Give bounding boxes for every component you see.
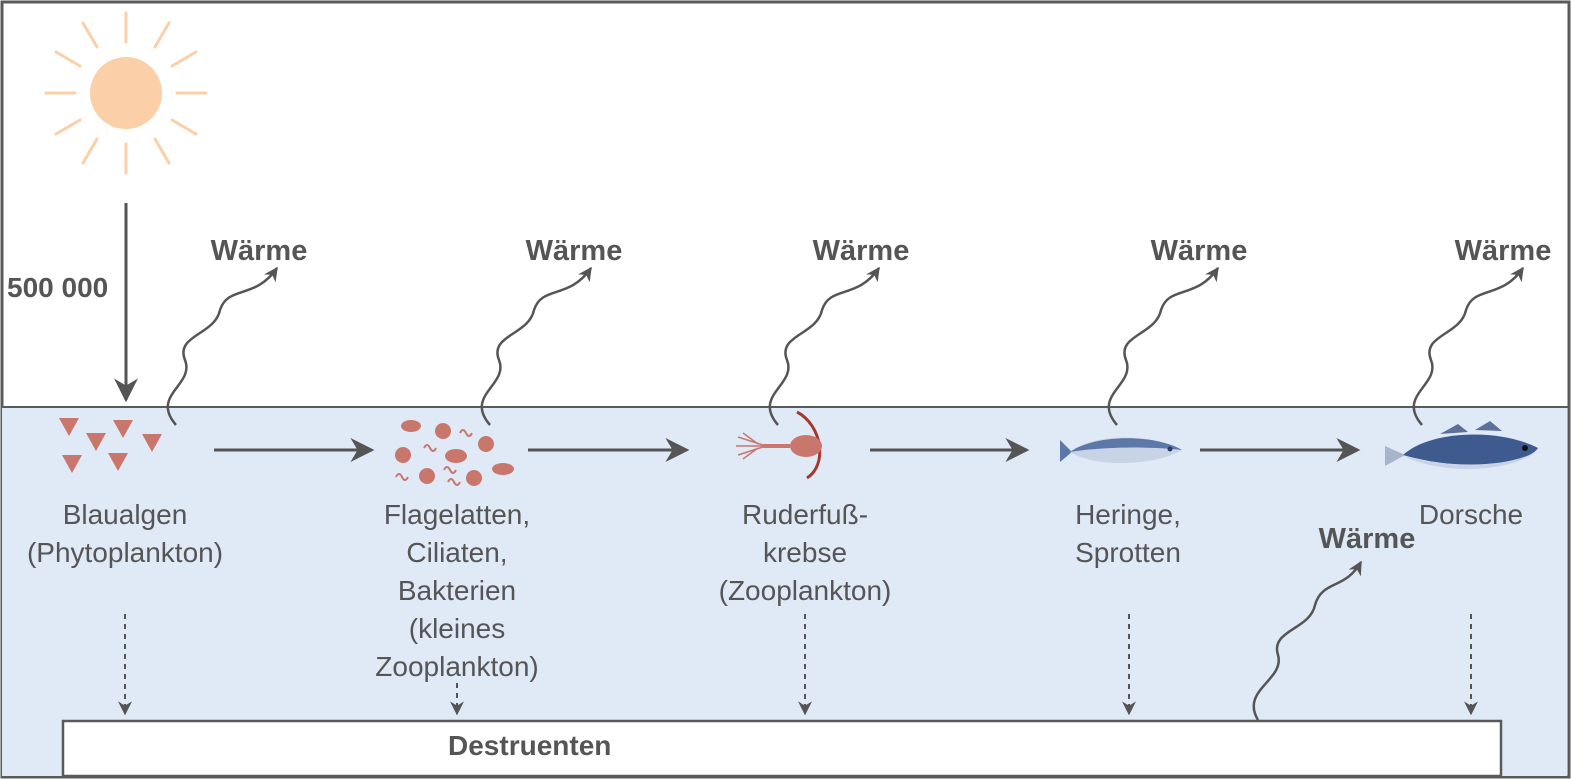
heat-arrow-4 (1107, 266, 1220, 426)
copepod-icon (736, 410, 822, 480)
heat-arrow-decomposers (1252, 560, 1363, 721)
heat-arrow-1 (166, 266, 279, 426)
protozoa-icon (395, 420, 514, 486)
organism-label-dorsche: Dorsche (1419, 496, 1523, 534)
herring-icon (1060, 437, 1182, 464)
organism-label-line: Ruderfuß- (741, 499, 869, 530)
heat-label-decomposers: Wärme (1318, 523, 1416, 555)
organism-label-line: (Phytoplankton) (26, 537, 224, 568)
organism-label-ruderfusskrebse: Ruderfuß- krebse (Zooplankton) (719, 496, 892, 610)
decomposers-box (61, 719, 1503, 778)
organism-label-line: Bakterien (397, 575, 517, 606)
heat-label-3: Wärme (812, 235, 910, 267)
algae-icon (59, 418, 162, 473)
sun-icon (44, 11, 208, 175)
organism-label-heringe: Heringe, Sprotten (1075, 496, 1181, 572)
cod-icon (1385, 421, 1538, 470)
organism-label-line: krebse (762, 537, 848, 568)
organism-label-line: Blaualgen (62, 499, 188, 530)
heat-label-1: Wärme (210, 235, 308, 267)
heat-label-4: Wärme (1150, 235, 1248, 267)
heat-label-2: Wärme (525, 235, 623, 267)
organism-label-line: (Zooplankton) (718, 575, 892, 606)
organism-label-line: (kleines (408, 613, 506, 644)
organism-label-line: Flagelatten, (383, 499, 531, 530)
heat-arrow-3 (768, 266, 881, 426)
organism-label-line: Ciliaten, (406, 537, 508, 568)
organism-label-line: Heringe, (1075, 499, 1181, 530)
organism-label-line: Zooplankton) (375, 651, 539, 682)
decomposers-label: Destruenten (448, 730, 612, 761)
organism-label-line: Dorsche (1418, 499, 1524, 530)
energy-input-value: 500 000 (7, 272, 109, 303)
heat-arrow-5 (1412, 266, 1525, 426)
organism-label-line: Sprotten (1075, 537, 1181, 568)
organism-label-blaualgen: Blaualgen (Phytoplankton) (27, 496, 223, 572)
heat-label-5: Wärme (1454, 235, 1552, 267)
heat-arrow-2 (480, 266, 593, 426)
water-area (2, 407, 1567, 776)
organism-label-flagelatten: Flagelatten, Ciliaten, Bakterien (kleine… (375, 496, 538, 686)
